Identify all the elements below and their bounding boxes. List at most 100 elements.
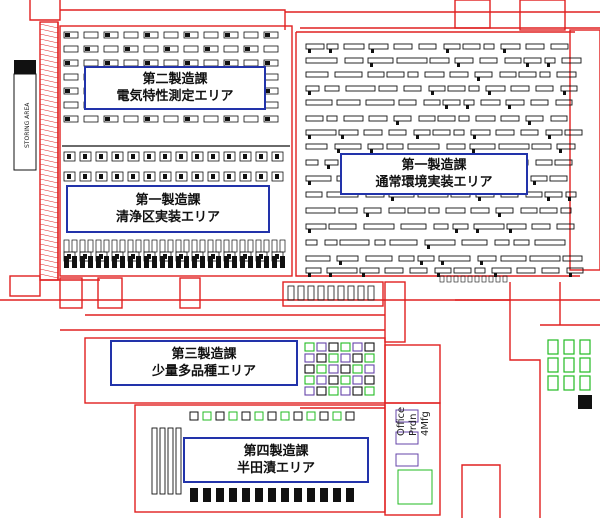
machine-part xyxy=(563,91,566,95)
corridor-item xyxy=(307,285,315,301)
machine xyxy=(530,175,548,182)
cleanroom-station xyxy=(159,239,166,253)
machine-part xyxy=(455,229,458,233)
lot-station xyxy=(352,364,363,374)
cleanroom-station xyxy=(223,239,230,253)
hatch-stroke xyxy=(39,23,59,29)
bench-part xyxy=(145,61,150,65)
cleanroom-machine xyxy=(127,151,140,162)
solder-station xyxy=(345,411,355,421)
machine-part xyxy=(498,213,501,217)
test-bench xyxy=(63,73,79,81)
area-subtitle: 電気特性測定エリア xyxy=(116,89,234,104)
cleanroom-machine xyxy=(159,151,172,162)
machine xyxy=(477,255,497,262)
machine-part xyxy=(420,261,423,265)
cleanroom-machine xyxy=(63,151,76,162)
solder-station xyxy=(241,411,251,421)
test-bench xyxy=(83,31,99,39)
hatch-stroke xyxy=(39,148,59,154)
machine xyxy=(305,175,332,182)
test-bench xyxy=(103,45,119,53)
machine xyxy=(378,85,398,92)
corridor-item xyxy=(446,275,452,283)
storage-rack xyxy=(151,427,158,495)
machine xyxy=(506,223,527,230)
office-line: Prdn xyxy=(408,413,419,436)
area-title: 第一製造課 xyxy=(401,158,467,173)
lot-station xyxy=(328,386,339,396)
solder-station xyxy=(254,411,264,421)
corridor-item xyxy=(488,275,494,283)
corridor-item xyxy=(467,275,473,283)
hatched-corridor xyxy=(39,23,59,279)
cleanroom-station xyxy=(160,256,165,268)
machine-part xyxy=(547,63,550,67)
office-label: 4Mfg Prdn Office xyxy=(390,400,438,456)
solder-station xyxy=(202,411,212,421)
solder-bench xyxy=(268,488,276,502)
cleanroom-machine xyxy=(95,171,108,182)
machine xyxy=(343,115,364,122)
office-desk xyxy=(395,409,419,423)
test-bench xyxy=(63,87,79,95)
machine-part xyxy=(83,154,87,159)
cleanroom-station xyxy=(264,256,269,268)
machine-part xyxy=(362,273,365,277)
lot-station xyxy=(304,364,315,374)
test-bench xyxy=(183,45,199,53)
lot-station xyxy=(304,342,315,352)
solder-bench xyxy=(216,488,224,502)
cleanroom-station xyxy=(168,256,173,268)
bench-part xyxy=(225,33,230,37)
bench-part xyxy=(65,61,70,65)
machine xyxy=(525,115,544,122)
machine xyxy=(539,207,558,214)
machine xyxy=(561,57,582,64)
lot-station xyxy=(340,364,351,374)
test-bench xyxy=(263,115,279,123)
test-bench xyxy=(263,31,279,39)
hatch-stroke xyxy=(39,258,59,264)
lot-station xyxy=(364,353,375,363)
cleanroom-station xyxy=(136,256,141,268)
hatch-stroke xyxy=(39,83,59,89)
cleanroom-machine xyxy=(271,151,284,162)
area-label-first-normal: 第一製造課 通常環境実装エリア xyxy=(340,153,528,195)
machine xyxy=(389,239,418,246)
hatch-stroke xyxy=(39,128,59,134)
machine xyxy=(305,223,327,230)
bench-part xyxy=(185,33,190,37)
lot-station xyxy=(340,353,351,363)
lot-station xyxy=(352,375,363,385)
machine-part xyxy=(329,49,332,53)
corridor-item xyxy=(481,275,487,283)
test-bench xyxy=(103,31,119,39)
cleanroom-station xyxy=(80,256,85,268)
test-bench xyxy=(263,73,279,81)
hatch-stroke xyxy=(39,218,59,224)
test-bench xyxy=(123,115,139,123)
machine xyxy=(305,99,333,106)
machine xyxy=(500,255,527,262)
machine xyxy=(452,223,469,230)
hatch-stroke xyxy=(39,88,59,94)
test-bench xyxy=(263,45,279,53)
hatch-stroke xyxy=(39,253,59,259)
bench-part xyxy=(165,47,170,51)
cleanroom-station xyxy=(175,239,182,253)
solder-bench xyxy=(346,488,354,502)
cleanroom-station xyxy=(88,256,93,268)
bench-part xyxy=(65,117,70,121)
machine xyxy=(365,255,393,262)
cleanroom-machine xyxy=(95,151,108,162)
machine-part xyxy=(569,273,572,277)
machine-part xyxy=(115,174,119,179)
machine-part xyxy=(396,121,399,125)
hatch-stroke xyxy=(39,63,59,69)
machine-part xyxy=(67,154,71,159)
machine-part xyxy=(67,174,71,179)
cleanroom-station xyxy=(144,256,149,268)
cleanroom-station xyxy=(127,239,134,253)
machine xyxy=(504,57,522,64)
